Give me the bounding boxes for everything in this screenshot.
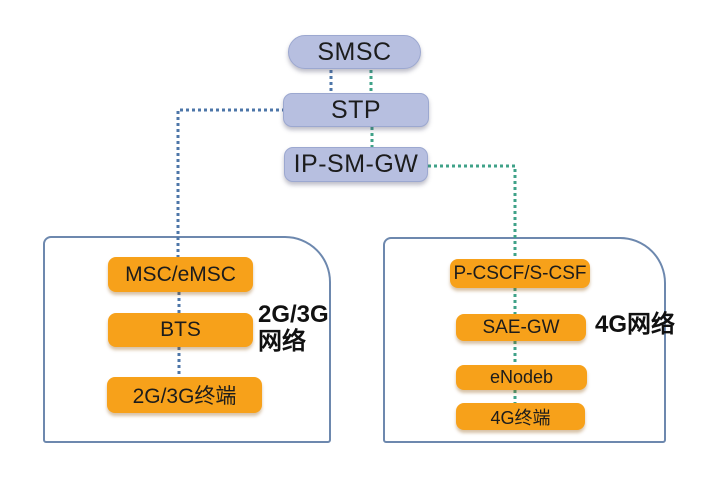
node-bts: BTS (108, 313, 253, 347)
node-sae-gw: SAE-GW (456, 314, 586, 341)
node-2g3g-terminal: 2G/3G终端 (107, 377, 262, 413)
node-smsc: SMSC (288, 35, 421, 69)
node-enodeb: eNodeb (456, 365, 587, 390)
node-p-cscf-s-csf: P-CSCF/S-CSF (450, 259, 590, 288)
node-stp: STP (283, 93, 429, 127)
group-label-2g3g-network: 2G/3G 网络 (258, 301, 329, 355)
group-label-2g3g-line2: 网络 (258, 328, 306, 355)
node-msc-emsc: MSC/eMSC (108, 257, 253, 292)
group-label-2g3g-line1: 2G/3G (258, 301, 329, 328)
node-ip-sm-gw: IP-SM-GW (284, 147, 428, 182)
group-label-4g-network: 4G网络 (595, 311, 676, 338)
node-4g-terminal: 4G终端 (456, 403, 585, 430)
connector-stp-msc-blue (176, 108, 285, 257)
container-4g-network (383, 237, 666, 443)
